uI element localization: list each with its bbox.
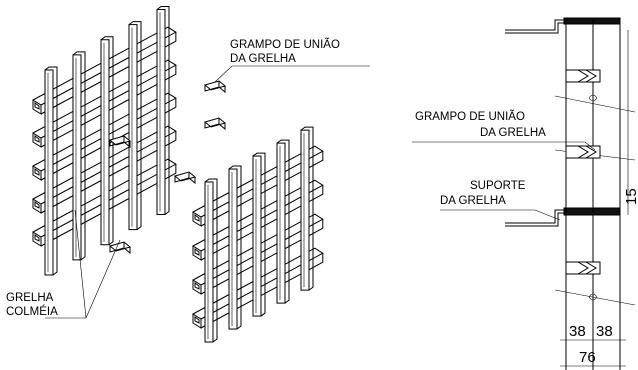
grid-slat-notch — [34, 234, 40, 242]
grid-slat-notch — [34, 135, 40, 143]
section-view: 15 38 38 76 — [412, 17, 638, 370]
section-clip — [565, 261, 601, 275]
grid-blade-edge — [72, 51, 86, 261]
dimension-half-a: 38 — [569, 323, 586, 340]
label-section-clip-line1: GRAMPO DE UNIÃO — [415, 110, 525, 123]
grid-blade — [228, 168, 238, 330]
union-clip — [108, 135, 132, 149]
section-clip — [565, 145, 601, 159]
dimension-half-b: 38 — [596, 323, 613, 340]
grid-slat-notch — [34, 102, 40, 110]
grid-blade-edge — [156, 5, 170, 215]
dimension-total: 76 — [579, 349, 596, 366]
leader-line-section-clip — [412, 141, 596, 151]
grid-slat-edge — [32, 65, 177, 148]
grid-slat-edge — [32, 131, 177, 214]
break-line — [554, 289, 636, 306]
ceiling-profile-top — [505, 19, 566, 31]
label-grid-line2: COLMÉIA — [6, 305, 58, 318]
isometric-grid-left — [32, 5, 177, 276]
ceiling-profile-top-inner — [505, 22, 566, 34]
grid-blade-edge — [204, 178, 218, 343]
union-clip — [108, 241, 132, 255]
grid-blade — [100, 39, 110, 246]
grid-blade-edge — [276, 139, 290, 304]
break-symbol — [588, 293, 598, 301]
union-clip — [203, 117, 227, 131]
grid-blade — [72, 54, 82, 261]
grid-slat-edge — [192, 185, 324, 261]
grid-blade — [156, 8, 166, 215]
grid-blade-edge — [100, 36, 114, 246]
union-clip-group — [108, 80, 227, 255]
union-clip — [203, 80, 227, 94]
grid-slat-notch — [34, 168, 40, 176]
grid-blade-edge — [300, 126, 314, 291]
break-line — [554, 95, 636, 113]
height-dimension-text: 15 — [623, 188, 638, 205]
section-clip — [565, 69, 601, 83]
label-support-line2: DA GRELHA — [440, 195, 506, 207]
grid-slat-edge — [32, 98, 177, 181]
label-section-clip-line2: DA GRELHA — [480, 127, 546, 139]
grid-slat-edge — [192, 151, 324, 227]
grid-slat-notch — [194, 316, 200, 324]
grid-blade — [44, 69, 54, 276]
label-clip-line1: GRAMPO DE UNIÃO — [230, 38, 340, 51]
leader-line-clip — [214, 65, 370, 83]
grid-slat-edge — [32, 164, 177, 247]
grid-blade-edge — [228, 165, 242, 330]
grid-slat-notch — [194, 248, 200, 256]
label-support-line1: SUPORTE — [470, 180, 526, 192]
grid-slat-edge — [32, 32, 177, 115]
grid-blade — [128, 24, 138, 231]
grid-slat-notch — [34, 201, 40, 209]
support-cap-bottom — [563, 207, 621, 216]
ceiling-profile-bottom — [505, 209, 566, 224]
grid-blade-edge — [128, 21, 142, 231]
ceiling-profile-bottom-inner — [505, 212, 566, 227]
grid-blade — [204, 181, 214, 343]
union-clip — [173, 171, 197, 185]
label-grid-line1: GRELHA — [6, 292, 54, 304]
support-cap-top — [563, 17, 621, 25]
grid-blade-edge — [252, 152, 266, 317]
grid-blade — [300, 129, 310, 291]
grid-blade-edge — [44, 66, 58, 276]
leader-line-grid — [45, 209, 121, 319]
grid-blade — [252, 155, 262, 317]
grid-slat-notch — [194, 214, 200, 222]
grid-slat-notch — [194, 282, 200, 290]
isometric-grid-right — [192, 126, 324, 343]
break-symbol — [588, 94, 598, 102]
grid-slat-edge — [192, 253, 324, 329]
grid-blade — [276, 142, 286, 304]
label-clip-line2: DA GRELHA — [230, 53, 296, 65]
grid-slat-edge — [192, 219, 324, 295]
leader-line-support — [440, 209, 561, 221]
